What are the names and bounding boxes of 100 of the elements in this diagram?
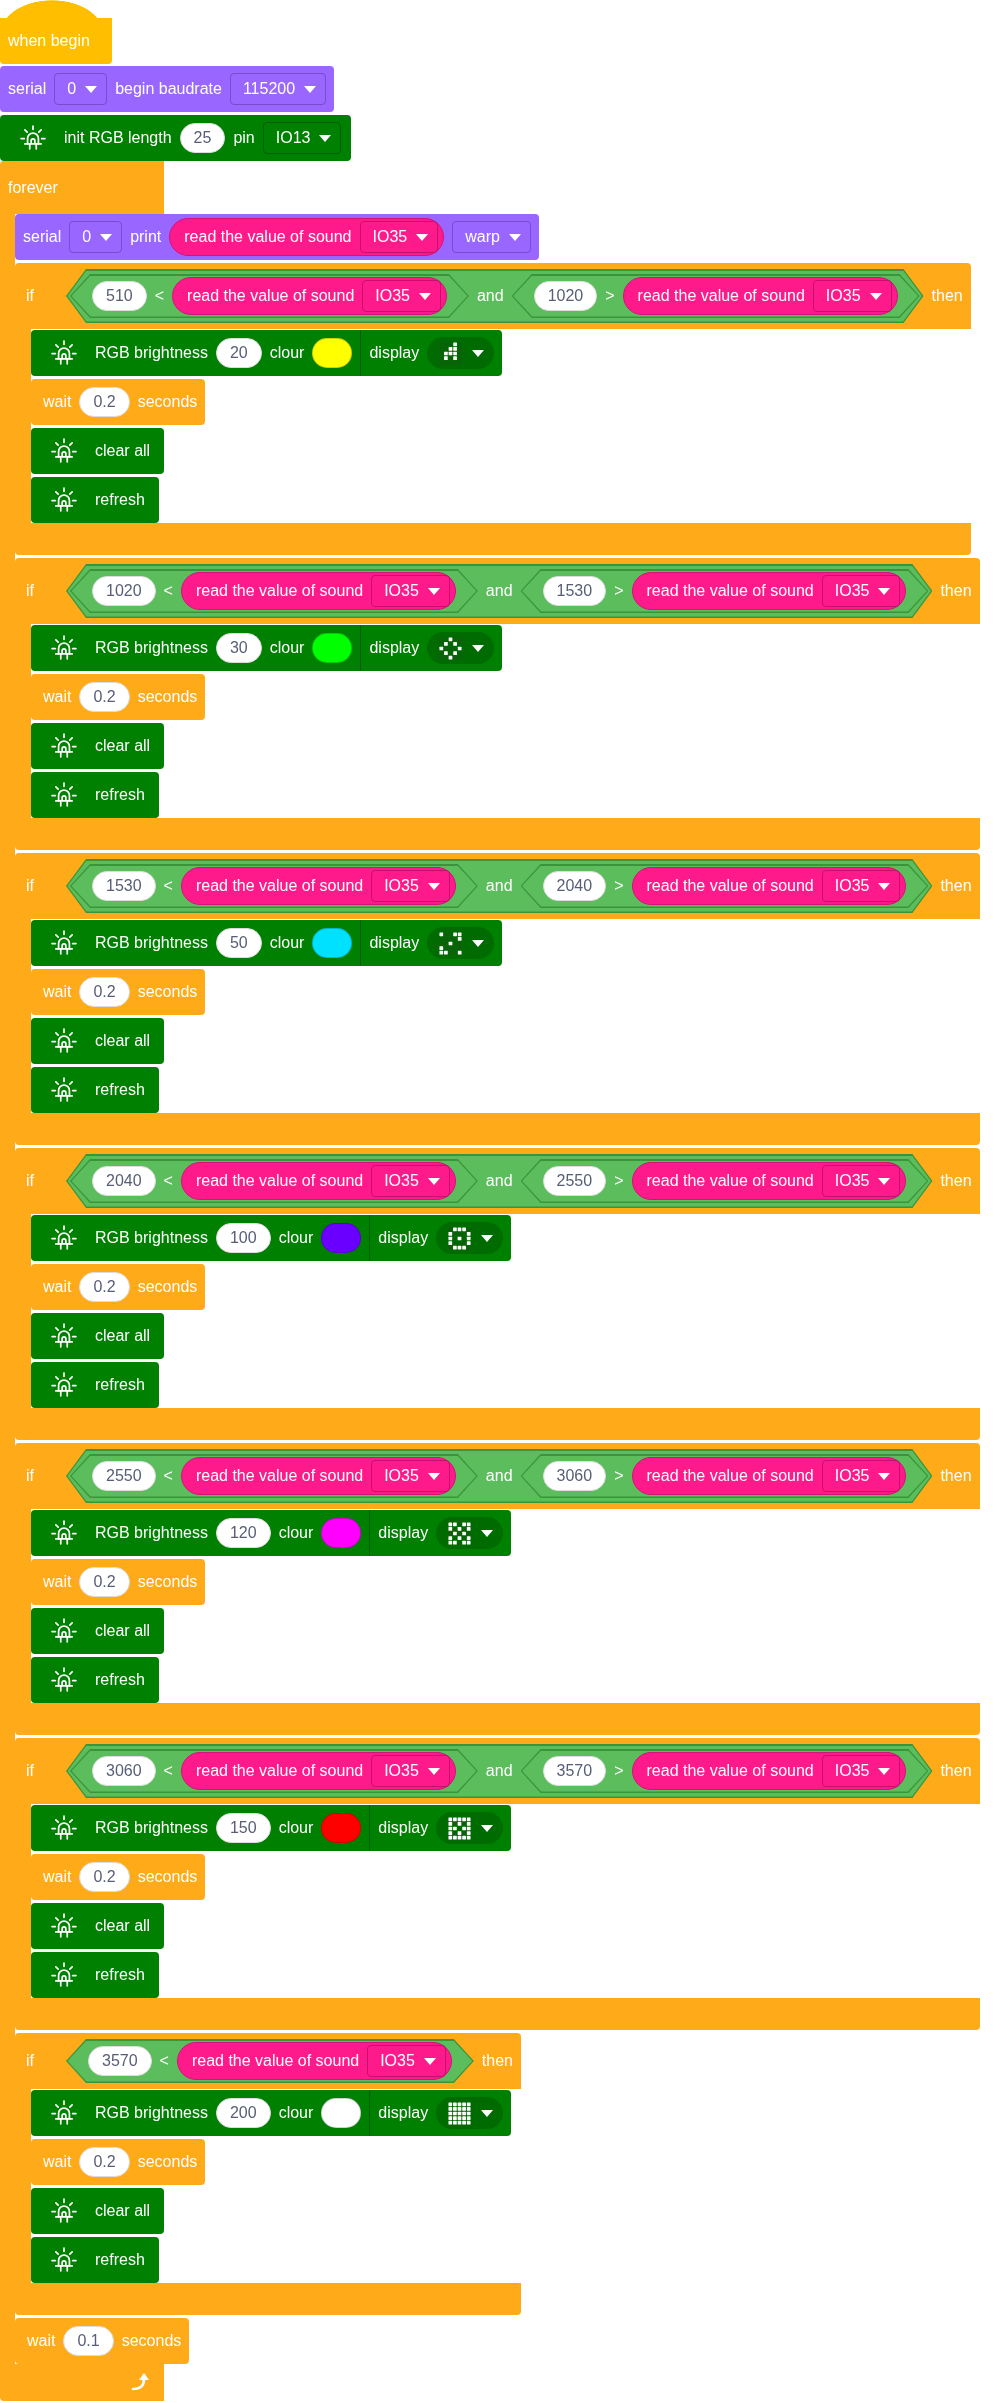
block-label: if (26, 581, 34, 601)
block-label: read the value of sound (195, 581, 364, 601)
block-label: RGB brightness (95, 1818, 208, 1838)
number-input: 0.2 (79, 2147, 130, 2177)
wait-block (31, 674, 206, 720)
block-label: display (378, 2103, 429, 2123)
command-block (31, 428, 165, 474)
number-input: 0.2 (79, 682, 130, 712)
block-label: refresh (95, 1965, 145, 1985)
block-label: read the value of sound (646, 1466, 814, 1486)
block-label: clear all (95, 2201, 151, 2221)
number-input: 50 (215, 928, 262, 958)
number-input: 20 (215, 338, 262, 368)
operator-label: < (163, 1761, 173, 1781)
block-label: refresh (95, 1080, 145, 1100)
command-block (31, 1903, 165, 1949)
block-label: if (26, 2051, 34, 2071)
block-label: display (378, 1818, 429, 1838)
dropdown: IO35 (367, 2045, 446, 2077)
reporter-block (631, 867, 907, 905)
reporter-block (631, 1752, 907, 1790)
command-block (31, 330, 503, 376)
dropdown: IO35 (821, 870, 901, 902)
block-label: forever (8, 177, 58, 198)
dropdown: IO35 (812, 280, 892, 312)
dropdown: 0 (54, 73, 108, 105)
block-label: RGB brightness (95, 343, 208, 363)
block-label: wait (43, 2152, 72, 2172)
operator-label: < (163, 1466, 173, 1486)
number-input: 3060 (542, 1461, 607, 1491)
block-label: if (26, 286, 34, 306)
block-label: wait (43, 1867, 72, 1887)
reporter-block (631, 1457, 907, 1495)
block-label: read the value of sound (646, 1171, 814, 1191)
reporter-block (180, 867, 456, 905)
block-label: if (26, 1761, 34, 1781)
block-label: seconds (137, 1867, 198, 1887)
dropdown: IO35 (371, 870, 450, 902)
block-label: then (940, 876, 972, 896)
number-input: 100 (215, 1223, 271, 1253)
command-block (31, 1805, 512, 1851)
comparison-block (70, 569, 478, 613)
wait-block (31, 1559, 206, 1605)
comparison-block (70, 274, 469, 318)
block-label: display (369, 638, 420, 658)
block-label: display (369, 343, 420, 363)
block-label: seconds (137, 1277, 198, 1297)
comparison-block (70, 1454, 478, 1498)
comparison-block (70, 1749, 478, 1793)
reporter-block (180, 1752, 456, 1790)
operator-label: < (163, 581, 173, 601)
block-label: if (26, 1171, 34, 1191)
dropdown: warp (452, 221, 531, 253)
block-label: read the value of sound (187, 286, 355, 306)
block-label: RGB brightness (95, 933, 208, 953)
block-label: clear all (95, 736, 151, 756)
block-label: wait (43, 1572, 72, 1592)
number-input: 0.1 (63, 2326, 114, 2356)
number-input: 2550 (542, 1166, 607, 1196)
number-input: 3570 (88, 2046, 152, 2076)
block-label: init RGB length (64, 128, 172, 148)
block-label: clour (269, 638, 305, 658)
block-label: serial (8, 79, 47, 99)
command-block (31, 1067, 159, 1113)
operator-label: < (163, 876, 173, 896)
block-label: read the value of sound (195, 1171, 364, 1191)
dropdown: IO35 (371, 575, 450, 607)
block-label: pin (233, 128, 255, 148)
wait-block (31, 1854, 206, 1900)
number-input: 1020 (533, 281, 598, 311)
block-label: read the value of sound (195, 876, 364, 896)
block-label: seconds (137, 1572, 198, 1592)
block-label: RGB brightness (95, 2103, 208, 2123)
reporter-block (180, 1162, 456, 1200)
operator-label: > (614, 1466, 624, 1486)
block-label: and (485, 876, 513, 896)
block-label: wait (43, 1277, 72, 1297)
number-input: 0.2 (79, 387, 130, 417)
operator-label: > (614, 876, 624, 896)
hat-block (0, 0, 112, 64)
block-label: clour (269, 343, 305, 363)
number-input: 0.2 (79, 1567, 130, 1597)
block-label: begin baudrate (115, 79, 222, 99)
dropdown: IO35 (821, 1165, 901, 1197)
number-input: 2040 (92, 1166, 156, 1196)
command-block (31, 477, 159, 523)
block-label: clear all (95, 1326, 151, 1346)
dropdown: IO35 (821, 1755, 901, 1787)
block-label: clear all (95, 441, 151, 461)
block-label: read the value of sound (637, 286, 805, 306)
block-label: then (481, 2051, 513, 2071)
operator-label: > (614, 581, 624, 601)
block-label: read the value of sound (646, 581, 814, 601)
number-input: 30 (215, 633, 262, 663)
operator-label: > (605, 286, 615, 306)
number-input: 120 (215, 1518, 271, 1548)
number-input: 200 (215, 2098, 271, 2128)
block-label: wait (43, 392, 72, 412)
command-block (31, 2090, 512, 2136)
block-label: read the value of sound (646, 876, 814, 896)
